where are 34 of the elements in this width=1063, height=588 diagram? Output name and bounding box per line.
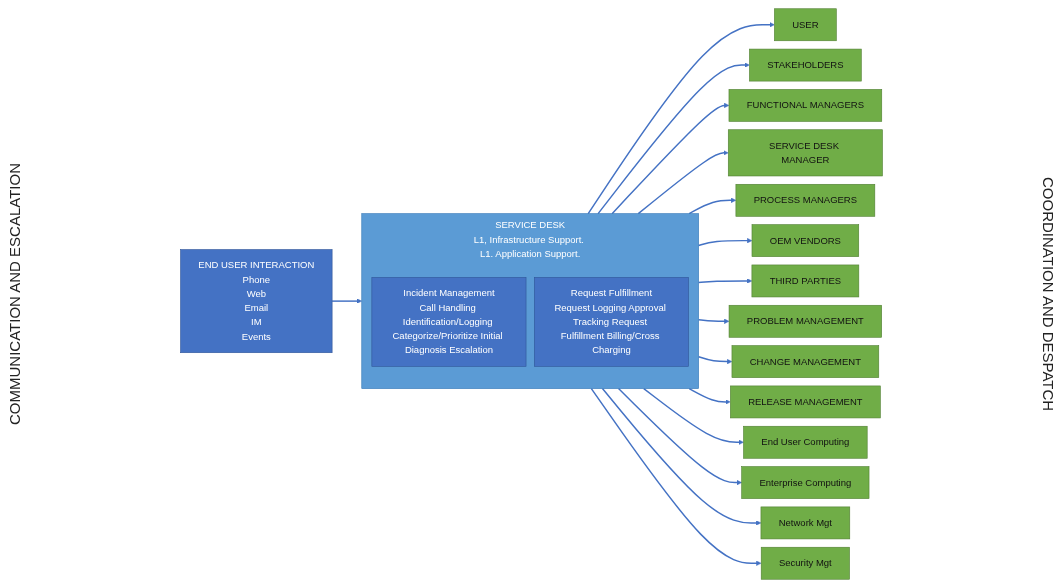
arrow xyxy=(643,387,744,445)
arrow xyxy=(601,387,762,526)
arrow xyxy=(617,387,742,486)
node-box: SERVICE DESK MANAGER xyxy=(727,129,883,177)
node-box: Incident Management Call Handling Identification/Logging Categorize/Prioritize Initial Diagnosis Escalation xyxy=(371,277,527,367)
arrow xyxy=(587,22,775,215)
node-box: END USER INTERACTION Phone Web Email IM Events xyxy=(180,249,333,353)
node-box: PROBLEM MANAGEMENT xyxy=(728,304,882,338)
arrow xyxy=(688,197,737,215)
arrow xyxy=(590,387,762,566)
node-box: PROCESS MANAGERS xyxy=(735,184,876,217)
node-box: Security Mgt xyxy=(760,546,850,580)
arrow xyxy=(637,150,729,215)
arrow xyxy=(597,62,750,215)
node-box: USER xyxy=(774,8,837,42)
arrow xyxy=(688,387,731,405)
node-box: Request Fulfillment Request Logging Approval Tracking Request Fulfillment Billing/Cross Charging xyxy=(534,277,689,367)
side-label: COMMUNICATION AND ESCALATION xyxy=(5,163,24,425)
arrow xyxy=(697,318,730,324)
arrow xyxy=(697,355,733,365)
arrow xyxy=(331,298,362,304)
arrow xyxy=(611,102,730,215)
node-box: Network Mgt xyxy=(760,506,851,540)
node-box: OEM VENDORS xyxy=(751,224,860,257)
arrow xyxy=(697,278,753,284)
node-box: FUNCTIONAL MANAGERS xyxy=(728,89,883,122)
node-box: End User Computing xyxy=(743,425,868,459)
node-box: STAKEHOLDERS xyxy=(749,48,862,82)
node-box: RELEASE MANAGEMENT xyxy=(730,385,881,419)
arrow xyxy=(697,238,753,247)
node-box: THIRD PARTIES xyxy=(751,264,860,298)
node-box: Enterprise Computing xyxy=(741,466,870,499)
side-label: COORDINATION AND DESPATCH xyxy=(1039,176,1058,412)
node-box: CHANGE MANAGEMENT xyxy=(731,345,880,378)
